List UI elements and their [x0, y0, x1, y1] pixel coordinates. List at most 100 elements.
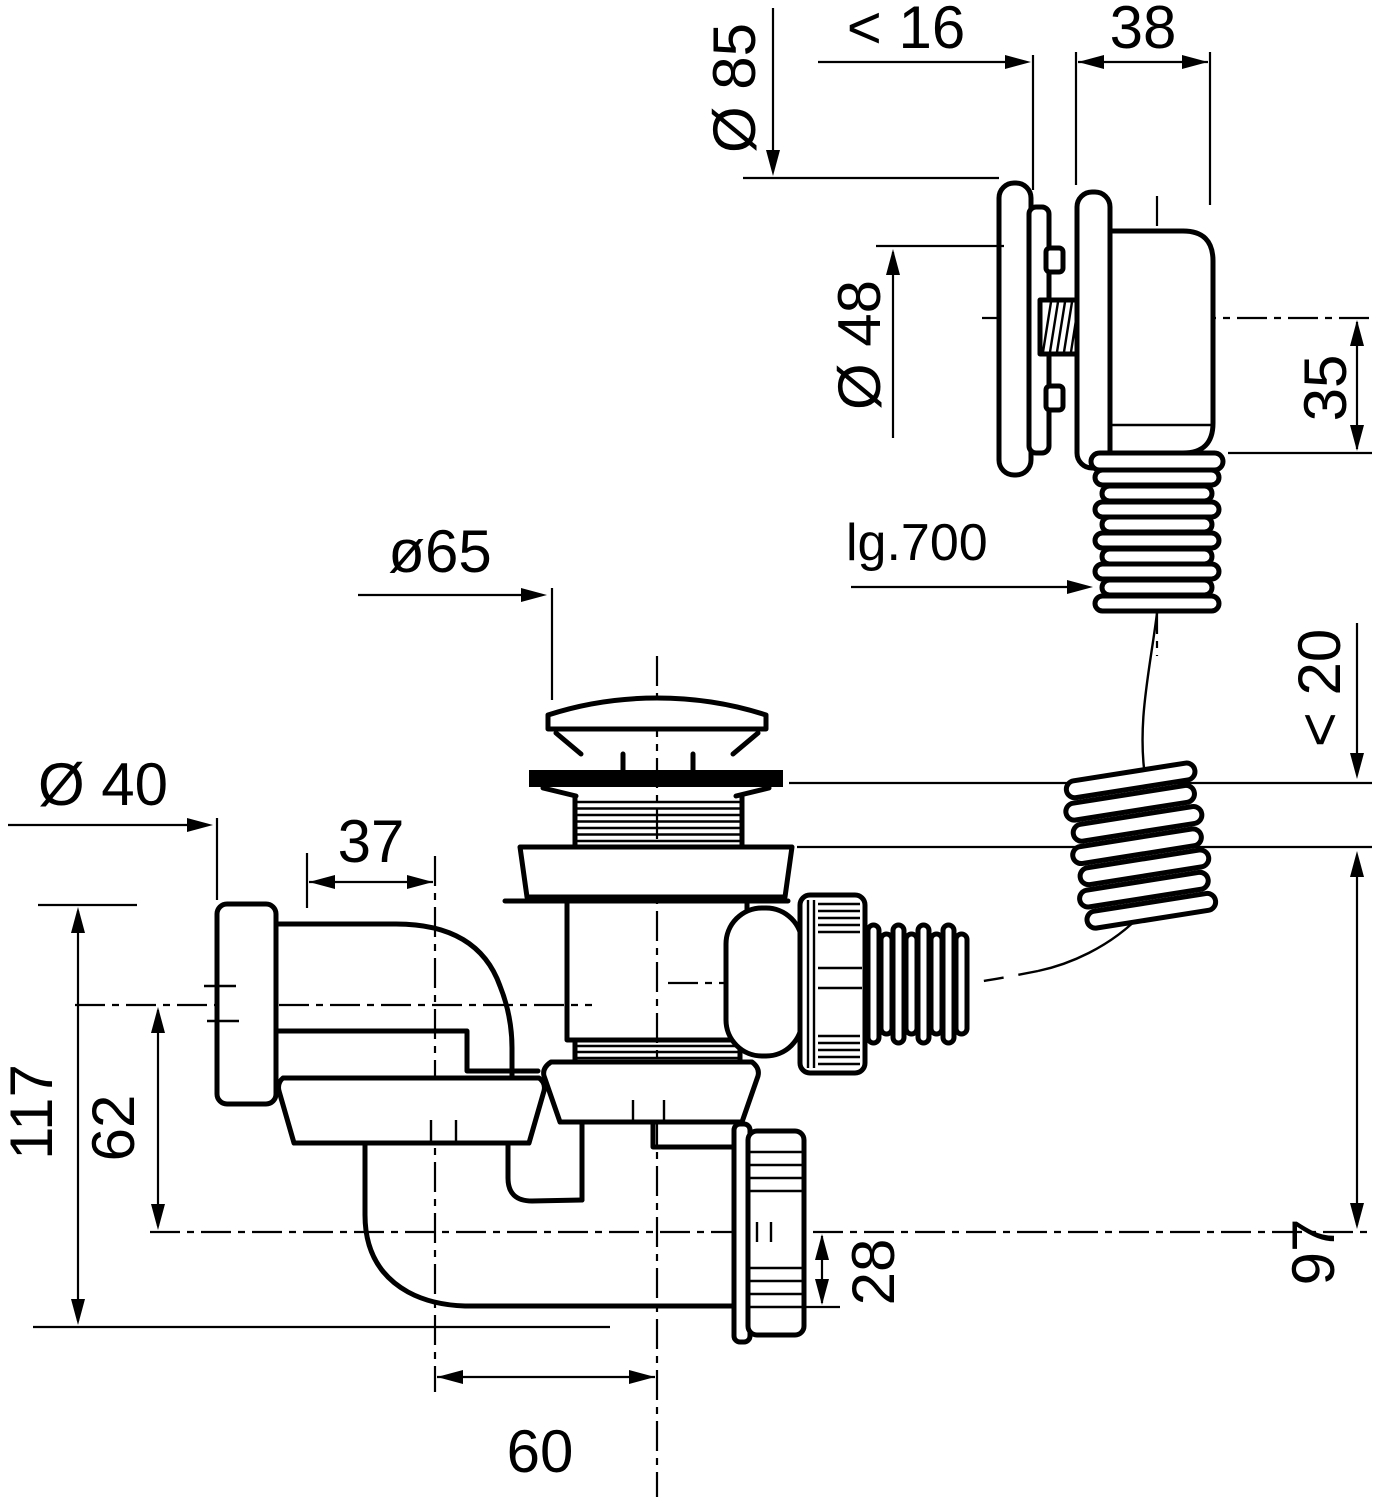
- elbow-flange: [214, 901, 279, 1107]
- spigot-rib: [903, 931, 920, 1037]
- dim-axis-drop: 62: [80, 1007, 165, 1230]
- spigot-rib: [953, 931, 970, 1037]
- dim-label-16: < 16: [847, 0, 965, 61]
- arrowhead: [1078, 55, 1104, 69]
- hose-rib: [1092, 561, 1222, 582]
- drain-flange: [529, 770, 783, 787]
- overflow-clamp-tab-upper: [1043, 245, 1066, 275]
- cap-ribs: [750, 1150, 802, 1309]
- dim-label-20: < 20: [1286, 629, 1353, 747]
- dim-wall-thickness: < 16: [818, 0, 1078, 190]
- inlet-elbow: [204, 901, 547, 1146]
- dim-outlet-height: 97: [1280, 851, 1364, 1285]
- elbow-union-nut: [276, 1075, 547, 1146]
- dim-label-37: 37: [338, 808, 405, 875]
- dim-label-lg700: lg.700: [846, 514, 988, 572]
- dim-label-60: 60: [507, 1418, 574, 1485]
- arrowhead: [1350, 753, 1364, 779]
- elbow-link-bracket: [310, 1028, 541, 1074]
- coil-turn: [1063, 782, 1197, 823]
- dim-label-117: 117: [0, 1064, 65, 1160]
- dim-overflow-drop: 35: [1292, 320, 1364, 451]
- arrowhead: [1350, 851, 1364, 877]
- arrowhead: [71, 1299, 85, 1325]
- coil-turn: [1084, 890, 1219, 931]
- arrowhead: [1350, 425, 1364, 451]
- overflow-hose: [975, 467, 1222, 984]
- overflow-clamp-tab-lower: [1043, 383, 1066, 413]
- nut-tick-marks: [631, 1100, 666, 1122]
- dim-lines: [358, 588, 554, 700]
- spigot-rib: [928, 931, 945, 1037]
- coil-turn: [1077, 847, 1212, 888]
- dim-plug-diameter: ø65: [358, 518, 554, 700]
- dim-label-85: Ø 85: [701, 23, 768, 153]
- dim-label-48: Ø 48: [826, 280, 893, 410]
- arrowhead: [151, 1204, 165, 1230]
- cap-center-ticks: [755, 1222, 773, 1242]
- outlet-cup: [723, 905, 805, 1059]
- hose-rib: [1099, 483, 1215, 504]
- dim-hole-diameter: Ø 48: [826, 244, 1004, 438]
- arrowhead: [187, 818, 213, 832]
- dim-lines: [8, 818, 219, 900]
- spigot-rib: [940, 922, 957, 1046]
- arrowhead: [1182, 55, 1208, 69]
- dim-label-97: 97: [1280, 1219, 1347, 1286]
- coil-turn: [1070, 826, 1204, 867]
- arrowhead: [437, 1370, 463, 1384]
- arrowhead: [521, 588, 547, 602]
- coil-turn: [1077, 869, 1211, 910]
- coil-turn: [1063, 760, 1198, 801]
- dim-cleanout-offset: 28: [806, 1234, 907, 1309]
- spigot-rib: [865, 922, 882, 1046]
- dim-total-height: 117: [0, 907, 85, 1325]
- overflow-inner-flange: [1074, 189, 1113, 471]
- bottom-trap: [362, 1119, 741, 1309]
- hose-rib: [1099, 577, 1215, 598]
- arrowhead: [1350, 320, 1364, 346]
- arrowhead: [151, 1007, 165, 1033]
- arrowhead: [71, 907, 85, 933]
- drain-plug-cap: [545, 695, 769, 732]
- dim-label-38: 38: [1110, 0, 1177, 61]
- dim-lines: [876, 244, 1004, 438]
- hose-rib: [1092, 467, 1222, 488]
- plug-cone: [553, 730, 761, 757]
- arrowhead: [815, 1234, 829, 1260]
- arrowhead: [309, 875, 335, 889]
- hose-coil: [1063, 760, 1219, 931]
- thread-lines: [576, 800, 741, 843]
- dim-label-28: 28: [840, 1239, 907, 1306]
- outlet-nut: [797, 892, 868, 1076]
- cap-body: [745, 1128, 807, 1338]
- seat-collar: [517, 844, 795, 900]
- drain-union-nut: [541, 1059, 761, 1125]
- overflow-body: [1107, 228, 1216, 456]
- trap-outer-bend: [362, 1140, 741, 1309]
- hose-flex-line-dashed: [975, 969, 1039, 984]
- dim-lines: [1078, 52, 1212, 205]
- dim-label-35: 35: [1292, 355, 1359, 422]
- coil-turn: [1070, 804, 1205, 844]
- dim-slack-max: < 20: [1286, 623, 1364, 779]
- hose-flex-line-upper: [1141, 612, 1159, 784]
- side-outlet: [723, 892, 970, 1076]
- hose-collar: [1088, 450, 1226, 473]
- plug-stem: [620, 751, 696, 773]
- arrowhead: [1350, 1203, 1364, 1229]
- dim-inlet-diameter: Ø 40: [8, 751, 219, 900]
- arrowhead: [766, 150, 780, 176]
- trap-inner-bend: [505, 1140, 585, 1204]
- arrowhead: [629, 1370, 655, 1384]
- arrowhead: [815, 1279, 829, 1305]
- overflow-fitting: [996, 180, 1226, 478]
- elbow-nut-tick-marks: [429, 1120, 458, 1143]
- spigot-rib: [915, 922, 932, 1046]
- trap-drop-tube: [579, 1119, 741, 1203]
- dim-rosette-diameter: Ø 85: [701, 8, 999, 180]
- dim-label-62: 62: [80, 1095, 147, 1162]
- dim-label-65: ø65: [388, 518, 491, 585]
